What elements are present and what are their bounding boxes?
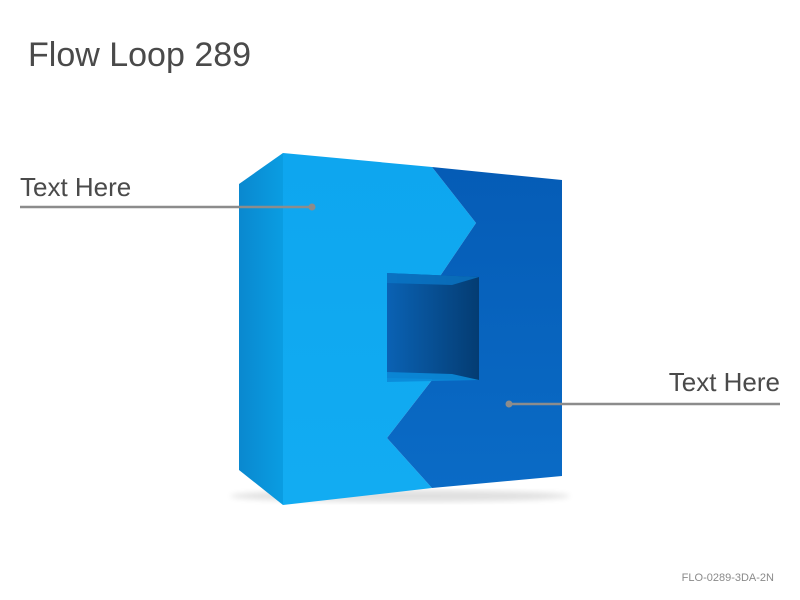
callout-right-dot xyxy=(505,400,513,408)
callout-left-dot xyxy=(308,203,316,211)
page-title: Flow Loop 289 xyxy=(28,36,252,74)
callout-right-text: Text Here xyxy=(668,367,780,397)
callout-left-text: Text Here xyxy=(20,172,132,202)
center-window-bottom xyxy=(387,372,479,382)
center-window xyxy=(387,273,479,380)
slide-code: FLO-0289-3DA-2N xyxy=(681,572,774,584)
block-side-face xyxy=(239,153,283,505)
flow-segment-light xyxy=(283,153,476,505)
center-window-top xyxy=(387,273,479,285)
